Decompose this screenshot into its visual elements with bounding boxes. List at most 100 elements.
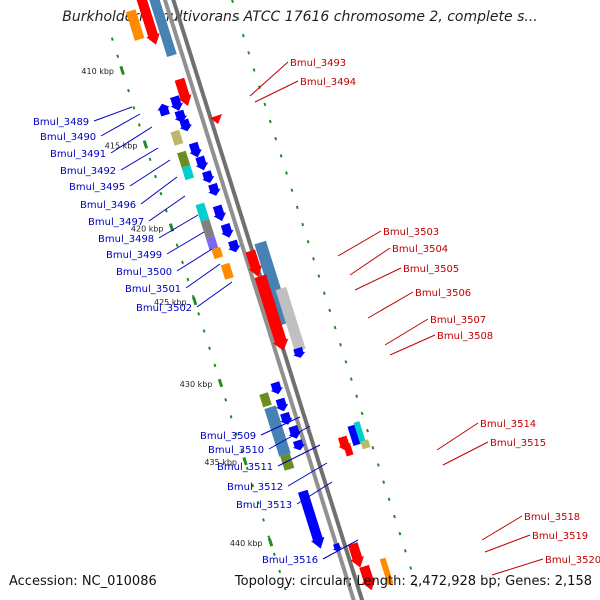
tick-mark <box>312 257 315 261</box>
gene-feature <box>188 141 202 158</box>
tick-mark <box>164 209 168 213</box>
gene-label: Bmul_3490 <box>40 132 96 143</box>
leader-line <box>129 159 171 187</box>
gene-label: Bmul_3515 <box>490 438 546 449</box>
gene-feature <box>174 109 188 123</box>
tick-mark <box>256 501 260 505</box>
tick-mark <box>235 432 238 436</box>
tick-mark <box>328 308 332 313</box>
tick-mark <box>236 16 240 21</box>
leader-line <box>140 176 178 205</box>
leader-line <box>367 291 414 319</box>
gene-feature <box>202 170 215 183</box>
gene-feature <box>264 405 291 457</box>
leader-line <box>484 534 531 553</box>
tick-mark <box>262 518 265 522</box>
major-tick <box>242 456 248 466</box>
topology-text: Topology: circular; Length: 2,472,928 bp… <box>234 574 592 589</box>
gene-feature <box>292 439 306 451</box>
gene-feature <box>179 118 192 132</box>
gene-label: Bmul_3520 <box>545 555 600 566</box>
tick-mark <box>229 415 233 419</box>
tick-mark <box>382 480 386 484</box>
kbp-label: 420 kbp <box>131 224 164 233</box>
gene-feature <box>206 236 219 251</box>
major-tick <box>267 538 274 547</box>
gene-label: Bmul_3496 <box>80 200 136 211</box>
tick-mark <box>371 446 375 450</box>
tick-mark <box>409 566 413 570</box>
gene-label: Bmul_3513 <box>236 500 292 511</box>
gene-label: Bmul_3489 <box>33 117 89 128</box>
gene-label: Bmul_3516 <box>262 555 318 566</box>
gene-feature <box>343 444 354 457</box>
leader-line <box>268 425 311 450</box>
gene-labels: Bmul_3489Bmul_3490Bmul_3491Bmul_3492Bmul… <box>33 58 600 576</box>
gene-feature <box>211 246 224 260</box>
tick-mark <box>274 136 278 141</box>
tick-mark <box>202 329 206 333</box>
tick-mark <box>285 171 288 175</box>
tick-mark <box>267 535 271 539</box>
leader-line <box>389 334 436 356</box>
kbp-label: 415 kbp <box>105 141 138 150</box>
leader-line <box>481 515 523 541</box>
gene-label: Bmul_3518 <box>524 512 580 523</box>
tick-mark <box>245 466 249 471</box>
tick-mark <box>387 497 391 502</box>
gene-feature <box>170 95 184 111</box>
gene-label: Bmul_3509 <box>200 431 256 442</box>
kbp-label: 410 kbp <box>81 67 114 76</box>
tick-mark <box>175 243 179 247</box>
gene-feature <box>125 9 145 41</box>
gene-feature <box>136 0 160 45</box>
gene-feature <box>212 204 226 222</box>
gene-feature <box>298 489 325 549</box>
leader-line <box>120 147 159 171</box>
kbp-label: 440 kbp <box>230 539 263 548</box>
gene-feature <box>275 397 289 412</box>
leader-line <box>354 267 402 291</box>
tick-mark <box>241 33 245 38</box>
tick-mark <box>349 377 353 381</box>
tick-mark <box>366 428 369 433</box>
tick-mark <box>148 157 152 162</box>
gene-label: Bmul_3497 <box>88 217 144 228</box>
tick-mark <box>110 37 114 41</box>
leader-line <box>436 422 479 451</box>
accession-text: Accession: NC_010086 <box>9 574 157 589</box>
tick-mark <box>403 549 407 553</box>
tick-mark <box>251 483 255 488</box>
tick-mark <box>181 260 184 265</box>
gene-label: Bmul_3491 <box>50 149 106 160</box>
tick-mark <box>208 346 211 350</box>
tick-mark <box>186 277 190 282</box>
gene-feature <box>228 239 241 253</box>
gene-label: Bmul_3503 <box>383 227 439 238</box>
gene-feature <box>359 564 376 591</box>
tick-mark <box>322 291 326 295</box>
tick-mark <box>154 174 157 179</box>
tick-mark <box>393 514 396 519</box>
gene-feature <box>280 453 295 471</box>
leader-line <box>337 230 382 257</box>
leader-line <box>277 444 321 467</box>
gene-feature <box>254 274 289 351</box>
gene-label: Bmul_3508 <box>437 331 493 342</box>
leader-line <box>349 247 391 276</box>
gene-label: Bmul_3519 <box>532 531 588 542</box>
tick-mark <box>159 191 163 196</box>
leader-line <box>287 462 328 487</box>
gene-feature <box>353 421 366 444</box>
tick-mark <box>197 312 201 316</box>
gene-feature <box>208 182 221 196</box>
leader-line <box>442 441 489 466</box>
leader-line <box>260 416 301 436</box>
leader-line <box>166 231 205 255</box>
gene-label: Bmul_3501 <box>125 284 181 295</box>
gene-label: Bmul_3493 <box>290 58 346 69</box>
tick-mark <box>213 363 217 368</box>
tick-mark <box>132 106 136 110</box>
tick-mark <box>247 51 251 55</box>
